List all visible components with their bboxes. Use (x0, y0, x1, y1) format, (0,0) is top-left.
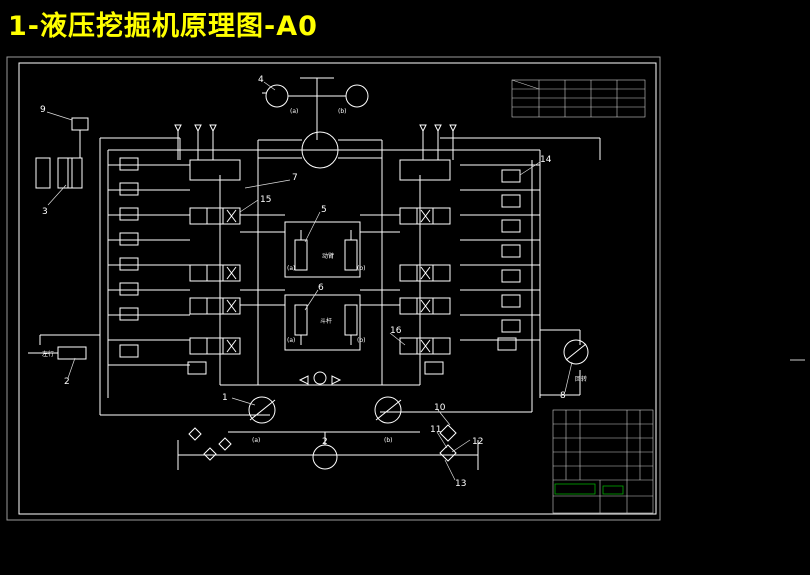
boom-label: 动臂 (322, 252, 334, 260)
label-14: 14 (540, 155, 552, 165)
pipe-network (39, 137, 601, 470)
leader-lines (46, 81, 573, 481)
center-gauge (313, 371, 327, 385)
label-13: 13 (455, 479, 466, 489)
label-6: 6 (318, 283, 324, 293)
rotation-motor (563, 339, 589, 365)
cyl6-port-b: (b) (357, 337, 366, 344)
label-15: 15 (260, 195, 271, 205)
inner-frame (18, 62, 657, 515)
cylinders (284, 221, 361, 351)
drawing-title: 1-液压挖掘机原理图-A0 (8, 11, 318, 42)
item-2-box (57, 346, 87, 360)
callout-labels: 4 9 3 7 15 5 6 14 16 1 2 10 11 12 13 8 2… (40, 75, 587, 489)
right-directional-valves (399, 159, 451, 355)
port-b-top: (b) (338, 108, 347, 115)
cyl6-port-a: (a) (287, 337, 295, 344)
top-check-valves (174, 124, 457, 160)
center-swivel-joint (258, 131, 382, 169)
label-8: 8 (560, 391, 566, 401)
port-a-top: (a) (290, 108, 298, 115)
label-1: 1 (222, 393, 228, 403)
label-2: 2 (64, 377, 70, 387)
label-11: 11 (430, 425, 441, 435)
label-5: 5 (321, 205, 327, 215)
pump-b-label: (b) (384, 437, 393, 444)
left-travel-label: 左行 (42, 350, 54, 358)
slew-label: 回转 (575, 375, 587, 383)
arm-label: 斗杆 (320, 317, 332, 325)
label-16: 16 (390, 326, 402, 336)
main-pumps (248, 396, 402, 424)
label-2-engine: 2 (322, 437, 328, 447)
label-12: 12 (472, 437, 483, 447)
cyl5-port-b: (b) (357, 265, 366, 272)
left-valve-column (119, 157, 207, 375)
label-7: 7 (292, 173, 298, 183)
filters-bottom (188, 424, 457, 462)
cyl5-port-a: (a) (287, 265, 295, 272)
left-directional-valves (189, 159, 241, 355)
title-block (552, 409, 654, 514)
item-3-9 (35, 117, 89, 189)
pump-a-label: (a) (252, 437, 260, 444)
engine-circle (312, 444, 338, 470)
label-3: 3 (42, 207, 48, 217)
label-4: 4 (258, 75, 264, 85)
right-valve-column (424, 169, 521, 375)
label-10: 10 (434, 403, 446, 413)
label-9: 9 (40, 105, 46, 115)
top-motors (262, 77, 369, 140)
outer-frame (6, 56, 661, 521)
spec-table (511, 79, 646, 118)
